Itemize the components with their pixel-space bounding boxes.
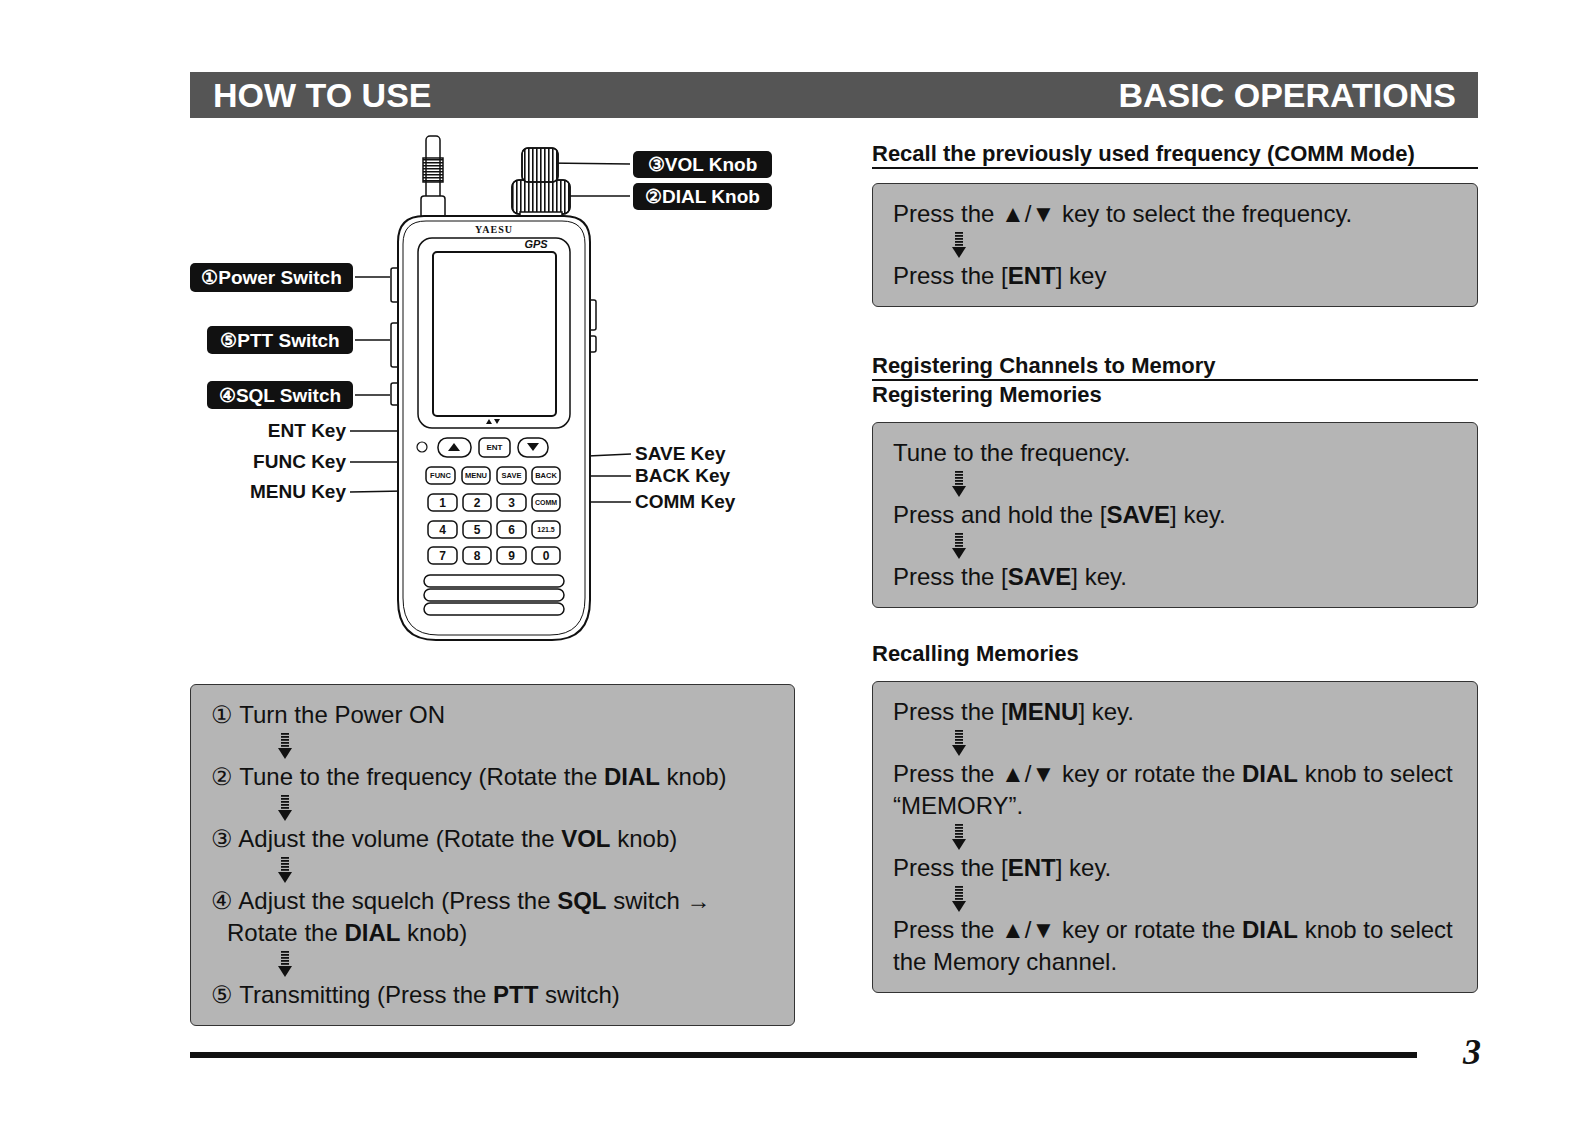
step-text: Press the [SAVE] key. [893,561,1459,593]
instruction-panel: Registering Channels to MemoryRegisterin… [872,352,1478,608]
key-button [497,494,526,511]
gps-mark: GPS [524,238,547,250]
step-text: Tune to the frequency. [893,437,1459,469]
key-label: FUNC [426,467,455,484]
keypad [426,438,560,564]
step-text: Press the [ENT] key. [893,852,1459,884]
key-label: 5 [463,521,491,538]
step-arrow [275,949,295,979]
part-label: COMM Key [635,490,765,514]
instruction-panel: Recall the previously used frequency (CO… [872,140,1478,307]
key-label: BACK [532,467,560,484]
key-button [532,521,560,538]
part-label: SAVE Key [635,442,765,466]
page-number: 3 [1463,1031,1481,1073]
step-arrow [949,884,969,914]
callout-label: ④SQL Switch [207,381,353,409]
key-button [462,467,490,484]
key-label: 4 [428,521,457,538]
step-arrow [275,855,295,885]
callout-label: ⑤PTT Switch [207,326,353,354]
key-label: 9 [497,547,526,564]
step-arrow [275,731,295,761]
key-label: SAVE [497,467,526,484]
key-button [532,547,560,564]
key-button [426,467,455,484]
step-text: Press and hold the [SAVE] key. [893,499,1459,531]
antenna [421,136,445,220]
key-label: 6 [497,521,526,538]
step-arrow [949,230,969,260]
key-button [463,547,491,564]
step-arrow [949,469,969,499]
section-heading: Registering Channels to Memory [872,352,1478,381]
step-text: Press the ▲/▼ key to select the frequenc… [893,198,1459,230]
section-heading: Registering Memories [872,381,1478,408]
key-label: COMM [532,494,560,511]
callout-label: ①Power Switch [190,263,353,292]
key-label: 2 [463,494,491,511]
bottom-rule [190,1052,1417,1058]
key-button [428,494,457,511]
knobs [512,148,570,220]
step-box: Tune to the frequency. Press and hold the… [872,422,1478,608]
key-button [497,521,526,538]
step-text: Press the [MENU] key. [893,696,1459,728]
key-button [497,467,526,484]
key-label: MENU [462,467,490,484]
step-box: Press the ▲/▼ key to select the frequenc… [872,183,1478,307]
key-button [463,494,491,511]
section-heading: Recall the previously used frequency (CO… [872,140,1478,169]
part-label: BACK Key [635,464,765,488]
section-title: BASIC OPERATIONS [880,72,1456,118]
part-label: MENU Key [196,480,346,504]
key-label: 121.5 [532,521,560,538]
step-arrow [275,793,295,823]
key-button [479,438,510,457]
section-heading: Recalling Memories [872,640,1478,667]
key-button [428,521,457,538]
key-button [532,467,560,484]
key-button [532,494,560,511]
step-text: ⑤ Transmitting (Press the PTT switch) [211,979,776,1011]
step-text: Press the [ENT] key [893,260,1459,292]
key-label: 1 [428,494,457,511]
part-label: FUNC Key [196,450,346,474]
step-text: ① Turn the Power ON [211,699,776,731]
part-label: ENT Key [196,419,346,443]
key-button [497,547,526,564]
step-text: ④ Adjust the squelch (Press the SQL swit… [211,885,776,949]
step-text: Press the ▲/▼ key or rotate the DIAL kno… [893,914,1459,978]
key-label: ENT [479,438,510,457]
brand-mark: YAESU [475,224,513,235]
page-title: HOW TO USE [213,72,432,118]
callout-label: ③VOL Knob [633,151,772,178]
key-label: 0 [532,547,560,564]
instruction-panel: Recalling MemoriesPress the [MENU] key.P… [872,640,1478,993]
step-box: Press the [MENU] key. Press the ▲/▼ key o… [872,681,1478,993]
instruction-panel: ① Turn the Power ON ② Tune to the frequen… [190,684,795,1026]
step-arrow [949,728,969,758]
step-arrow [949,822,969,852]
step-arrow [949,531,969,561]
step-text: Press the ▲/▼ key or rotate the DIAL kno… [893,758,1459,822]
step-box: ① Turn the Power ON ② Tune to the frequen… [190,684,795,1026]
key-label: 3 [497,494,526,511]
step-text: ② Tune to the frequency (Rotate the DIAL… [211,761,776,793]
callout-label: ②DIAL Knob [633,183,772,210]
key-label: 7 [428,547,457,564]
radio-body [391,216,596,640]
key-label: 8 [463,547,491,564]
key-button [428,547,457,564]
step-text: ③ Adjust the volume (Rotate the VOL knob… [211,823,776,855]
key-button [463,521,491,538]
